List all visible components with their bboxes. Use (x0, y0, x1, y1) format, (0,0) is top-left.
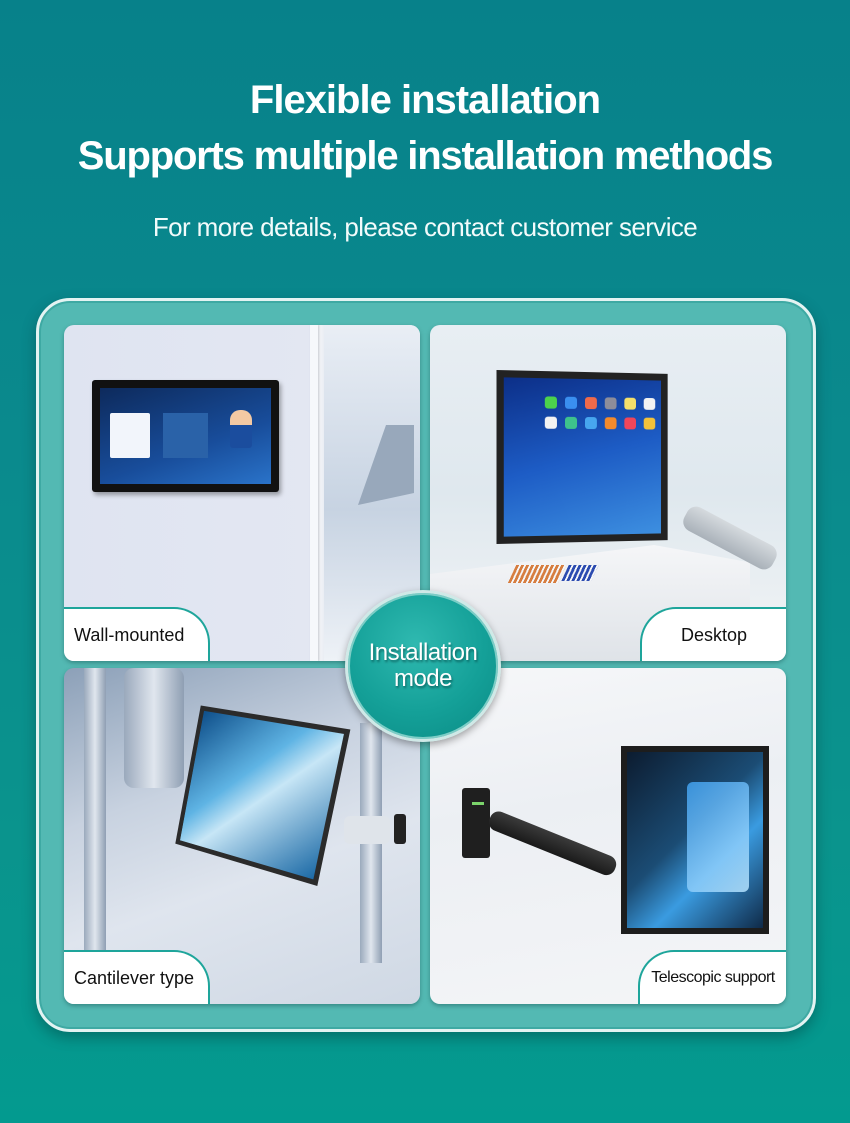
app-icon (604, 397, 617, 410)
wall-divider (310, 325, 318, 661)
keyboard-keys-orange (507, 565, 567, 583)
wall-mounted-device-image (92, 380, 279, 492)
panel-label-desktop: Desktop (640, 607, 786, 661)
pipe-left (84, 668, 106, 958)
monitor-screen (180, 710, 344, 880)
duct-pipe (124, 668, 184, 788)
clamp-knob (394, 814, 406, 844)
app-icon (544, 416, 557, 429)
app-icon (643, 417, 656, 430)
wall-mount-plate (462, 788, 490, 858)
app-icon (584, 397, 597, 410)
panel-cantilever: Cantilever type (64, 668, 420, 1004)
panel-label-text: Desktop (680, 624, 748, 645)
app-icon (584, 417, 597, 430)
panel-label-text: Wall-mounted (74, 624, 185, 645)
monitor-screen (503, 377, 661, 537)
app-icon (544, 396, 557, 409)
telescopic-arm (486, 808, 619, 878)
badge-line-2: mode (393, 665, 453, 692)
login-form-graphic (163, 413, 208, 458)
app-icon (624, 397, 636, 410)
page-subtitle: For more details, please contact custome… (152, 212, 698, 242)
pole-clamp (344, 816, 390, 844)
badge-line-1: Installation (368, 639, 478, 666)
app-icon (565, 396, 578, 409)
device-screen (100, 388, 271, 484)
panel-wall-mounted: Wall-mounted (64, 325, 420, 661)
app-icon (624, 417, 636, 430)
panel-label-text: Cantilever type (74, 967, 195, 988)
panel-label-cantilever: Cantilever type (64, 950, 210, 1004)
cantilever-monitor-image (175, 705, 351, 886)
keypad-graphic (110, 413, 150, 458)
app-icon (565, 416, 578, 429)
person-avatar-graphic (230, 410, 252, 448)
panel-label-text: Telescopic support (651, 969, 775, 986)
app-icon (604, 417, 617, 430)
page-title-line-1: Flexible installation (249, 78, 601, 122)
desktop-monitor-image (496, 370, 668, 544)
panel-label-telescopic: Telescopic support (638, 950, 786, 1004)
panel-label-wall-mounted: Wall-mounted (64, 607, 210, 661)
page-title-line-2: Supports multiple installation methods (77, 134, 774, 178)
monitor-screen (627, 752, 763, 928)
app-icon (643, 397, 656, 410)
panel-desktop: Desktop (430, 325, 786, 661)
telescopic-monitor-image (621, 746, 769, 934)
panel-telescopic: Telescopic support (430, 668, 786, 1004)
installation-mode-badge: Installation mode (345, 590, 501, 742)
